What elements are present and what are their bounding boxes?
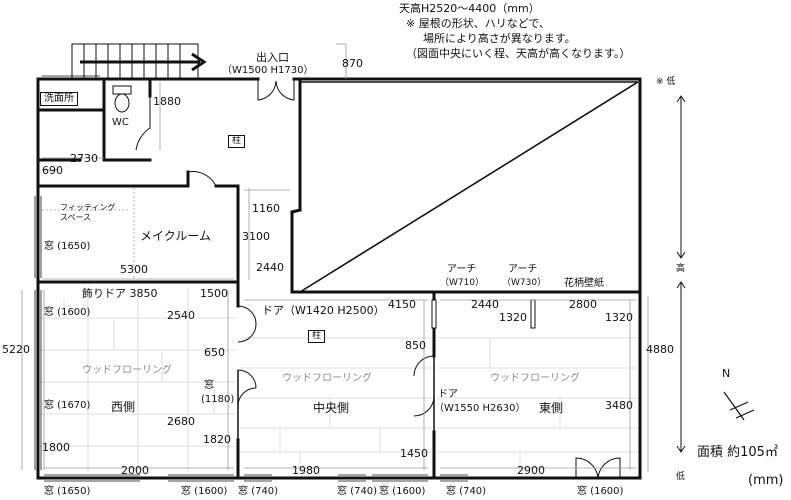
window-1180-label: 窓 — [204, 380, 214, 391]
north-label: N — [722, 367, 731, 380]
window-bottom-6: 窓 (740) — [446, 486, 487, 497]
decor-door-label: 飾りドア 3850 — [82, 287, 158, 300]
east-floor-label: ウッドフローリング — [490, 373, 580, 384]
walls — [36, 77, 642, 480]
north-arrow-icon — [723, 391, 755, 421]
entrance-label: 出入口 — [256, 51, 289, 64]
ceiling-height-note: 天高H2520〜4400（mm） — [399, 2, 540, 15]
window-bottom-5: 窓 (1600) — [379, 486, 426, 497]
dim-1820: 1820 — [203, 433, 231, 446]
dim-870: 870 — [342, 57, 363, 70]
window-bottom-2: 窓 (1600) — [181, 486, 228, 497]
makeup-door-swing — [187, 171, 217, 187]
ceiling-height-arrows — [676, 95, 686, 453]
dim-1450: 1450 — [400, 447, 428, 460]
pillar-center: 柱 — [308, 330, 326, 343]
dim-2540: 2540 — [167, 309, 195, 322]
east-bottom-door-icon — [575, 457, 621, 479]
dim-1320-b: 1320 — [605, 311, 633, 324]
area-label: 面積 約105㎡ — [697, 445, 778, 460]
dim-650: 650 — [204, 346, 225, 359]
windows — [34, 75, 468, 482]
dim-2440-a: 2440 — [256, 261, 284, 274]
ceiling-low-top: ※ 低 — [656, 77, 676, 87]
stairs-arrow-icon — [80, 52, 207, 72]
makeup-room-label: メイクルーム — [140, 229, 212, 243]
dim-2680: 2680 — [167, 415, 195, 428]
window-1600-left: 窓 (1600) — [44, 307, 91, 318]
center-floor-pattern — [240, 337, 432, 472]
east-door-icon — [413, 355, 435, 432]
entrance-size: （W1500 H1730） — [222, 65, 314, 76]
arch-2-size: （W730） — [502, 278, 547, 288]
dim-690: 690 — [42, 164, 63, 177]
high-ceiling-area — [299, 81, 639, 293]
dim-1160: 1160 — [252, 202, 280, 215]
window-1180-size: (1180) — [201, 394, 235, 405]
dim-3100: 3100 — [242, 230, 270, 243]
dim-1800: 1800 — [42, 441, 70, 454]
note-line-2: ※ 屋根の形状、ハリなどで、 — [406, 17, 551, 30]
dim-4150: 4150 — [388, 298, 416, 311]
wc-label: WC — [112, 117, 129, 128]
entrance-door-icon — [257, 79, 295, 101]
west-room-label: 西側 — [111, 400, 136, 414]
dim-1880: 1880 — [153, 95, 181, 108]
fitting-space-label: フィッティング スペース — [60, 203, 116, 222]
arch-1-size: （W710） — [440, 278, 485, 288]
dim-850: 850 — [405, 339, 426, 352]
ceiling-high: 高 — [676, 264, 686, 274]
note-line-4: （図面中央にいく程、天高が高くなります。） — [406, 47, 631, 60]
dim-5300: 5300 — [120, 263, 148, 276]
wallpaper-label: 花柄壁紙 — [564, 278, 604, 289]
east-floor-pattern — [436, 337, 638, 472]
center-room-label: 中央側 — [313, 401, 350, 415]
door-east-label: ドア — [438, 389, 458, 400]
wc-door-swing — [135, 96, 151, 151]
arch-1-label: アーチ — [447, 264, 477, 275]
west-floor-label: ウッドフローリング — [82, 365, 172, 376]
west-floor-pattern — [40, 288, 236, 472]
dim-1980: 1980 — [292, 464, 320, 477]
window-bottom-3: 窓 (740) — [238, 486, 279, 497]
dim-2730: 2730 — [70, 152, 98, 165]
window-bottom-7: 窓 (1600) — [577, 486, 624, 497]
note-line-3: 場所により高さが異なります。 — [423, 32, 576, 45]
dim-4880: 4880 — [646, 343, 674, 356]
dim-2440-b: 2440 — [471, 298, 499, 311]
east-room-label: 東側 — [539, 401, 564, 415]
door-center-label: ドア（W1420 H2500） — [262, 304, 385, 317]
area-unit: (mm) — [748, 473, 784, 488]
dim-2900: 2900 — [517, 464, 545, 477]
center-west-door-icon — [237, 369, 257, 440]
door-east-size: （W1550 H2630） — [434, 403, 526, 414]
window-bottom-1: 窓 (1650) — [44, 486, 91, 497]
ceiling-notes: 天高H2520〜4400（mm） ※ 屋根の形状、ハリなどで、 場所により高さが… — [397, 1, 630, 61]
dimension-lines — [21, 43, 649, 472]
center-floor-label: ウッドフローリング — [282, 373, 372, 384]
pillar-top: 柱 — [228, 135, 246, 148]
window-bottom-4: 窓 (740) — [337, 486, 378, 497]
decor-door-icon — [237, 305, 257, 343]
ceiling-low-bottom: 低 — [676, 472, 686, 482]
dim-2800: 2800 — [569, 298, 597, 311]
arch-2-label: アーチ — [508, 264, 538, 275]
window-1650-vertical: 窓 (1650) — [44, 241, 91, 252]
toilet-icon — [112, 85, 132, 113]
dim-2000: 2000 — [121, 464, 149, 477]
dim-1320-a: 1320 — [499, 311, 527, 324]
dim-5220: 5220 — [2, 343, 30, 356]
dim-1500: 1500 — [200, 287, 228, 300]
washroom-label: 洗面所 — [40, 92, 78, 106]
dim-3480: 3480 — [605, 399, 633, 412]
window-1670: 窓 (1670) — [44, 400, 91, 411]
